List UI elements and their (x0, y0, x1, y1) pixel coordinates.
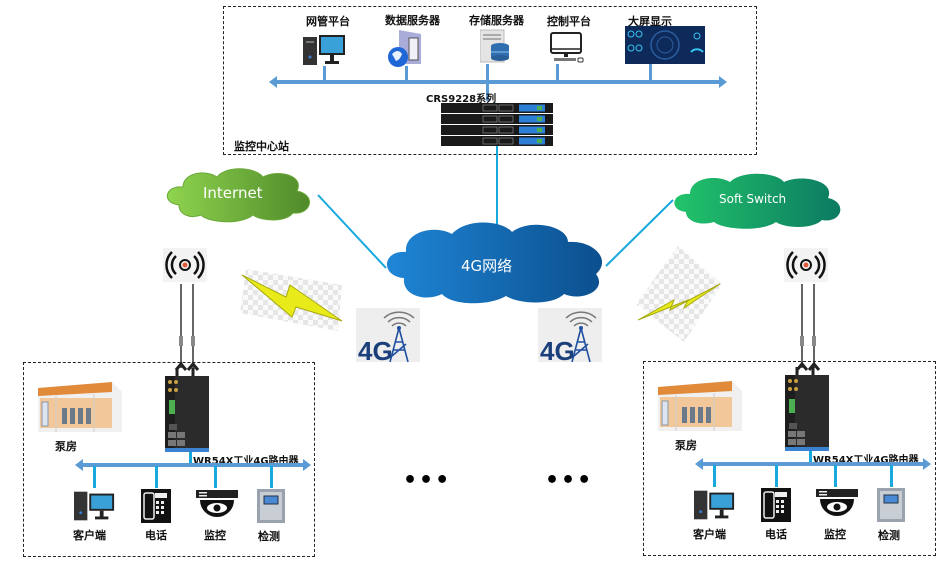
endpoint-label-camera: 监控 (204, 529, 226, 542)
desktop-computer-icon (303, 35, 345, 65)
detector-icon (877, 488, 905, 522)
endpoint-drop (775, 465, 778, 487)
site-bus (75, 459, 311, 471)
endpoint-label-phone: 电话 (145, 529, 167, 542)
tower-badge-text: 4G (540, 336, 575, 362)
endpoint-drop (214, 466, 217, 488)
site-left-box (23, 362, 315, 557)
endpoint-label-phone: 电话 (765, 528, 787, 541)
bus-drop (486, 64, 489, 81)
endpoint-label-detector: 检测 (878, 529, 900, 542)
device-label-nms: 网管平台 (306, 15, 350, 28)
industrial-router-icon (785, 367, 829, 451)
endpoint-label-client: 客户端 (693, 528, 726, 541)
internet-cloud (167, 168, 310, 223)
camera-icon (816, 489, 858, 516)
device-label-big-screen: 大屏显示 (628, 15, 672, 28)
endpoint-drop (155, 466, 158, 488)
more-sites-ellipsis: ••• (545, 468, 594, 493)
wireless-bolt-right-icon (636, 246, 722, 342)
site-right-box (643, 361, 936, 556)
4g-tower-right-icon: 4G (538, 308, 602, 362)
data-server-icon (388, 30, 421, 67)
bus-drop (486, 83, 489, 101)
bus-drop (405, 66, 408, 81)
camera-icon (196, 490, 238, 517)
storage-server-icon (480, 29, 509, 63)
device-label-data-server: 数据服务器 (385, 14, 440, 27)
router-drop (189, 452, 192, 464)
center-bus (269, 76, 727, 88)
router-drop (809, 451, 812, 463)
pump-room-image (658, 381, 742, 431)
endpoint-drop (270, 466, 273, 488)
internet-cloud-label: Internet (203, 184, 263, 202)
endpoint-label-client: 客户端 (73, 529, 106, 542)
4g-network-cloud (386, 222, 603, 304)
detector-icon (257, 489, 285, 523)
endpoint-label-detector: 检测 (258, 530, 280, 543)
antenna-signal-icon (784, 248, 828, 371)
pump-room-label: 泵房 (675, 439, 697, 452)
endpoint-label-camera: 监控 (824, 528, 846, 541)
bus-drop (323, 66, 326, 81)
switch-label: CRS9228系列 (426, 94, 497, 105)
tower-badge-text: 4G (358, 336, 393, 362)
core-uplink (496, 146, 498, 226)
endpoint-drop (713, 465, 716, 487)
more-sites-ellipsis: ••• (403, 468, 452, 493)
soft-switch-cloud (674, 173, 841, 229)
center-station-label: 监控中心站 (234, 140, 289, 153)
wireless-bolt-left-icon (240, 269, 343, 331)
4g-network-cloud-label: 4G网络 (461, 257, 513, 275)
endpoint-drop (93, 466, 96, 488)
client-pc-icon (74, 491, 115, 521)
industrial-router-icon (165, 368, 209, 452)
4g-tower-left-icon: 4G (356, 308, 420, 362)
monitor-keyboard-icon (550, 32, 584, 63)
router-label: WR54X工业4G路由器 (193, 456, 299, 467)
endpoint-drop (834, 465, 837, 487)
device-label-control: 控制平台 (547, 15, 591, 28)
pump-room-label: 泵房 (55, 440, 77, 453)
device-label-storage-server: 存储服务器 (469, 14, 524, 27)
endpoint-drop (890, 465, 893, 487)
bus-drop (556, 64, 559, 81)
antenna-signal-icon (163, 248, 207, 371)
monitoring-center-station (223, 6, 757, 155)
switch-stack-icon (441, 103, 553, 147)
router-label: WR54X工业4G路由器 (813, 455, 919, 466)
client-pc-icon (694, 490, 735, 520)
soft-switch-cloud-label: Soft Switch (719, 192, 787, 206)
dashboard-screen-icon (625, 26, 705, 64)
phone-icon (761, 488, 791, 522)
site-bus (695, 458, 931, 470)
phone-icon (141, 489, 171, 523)
bus-drop (649, 64, 652, 81)
pump-room-image (38, 382, 122, 432)
